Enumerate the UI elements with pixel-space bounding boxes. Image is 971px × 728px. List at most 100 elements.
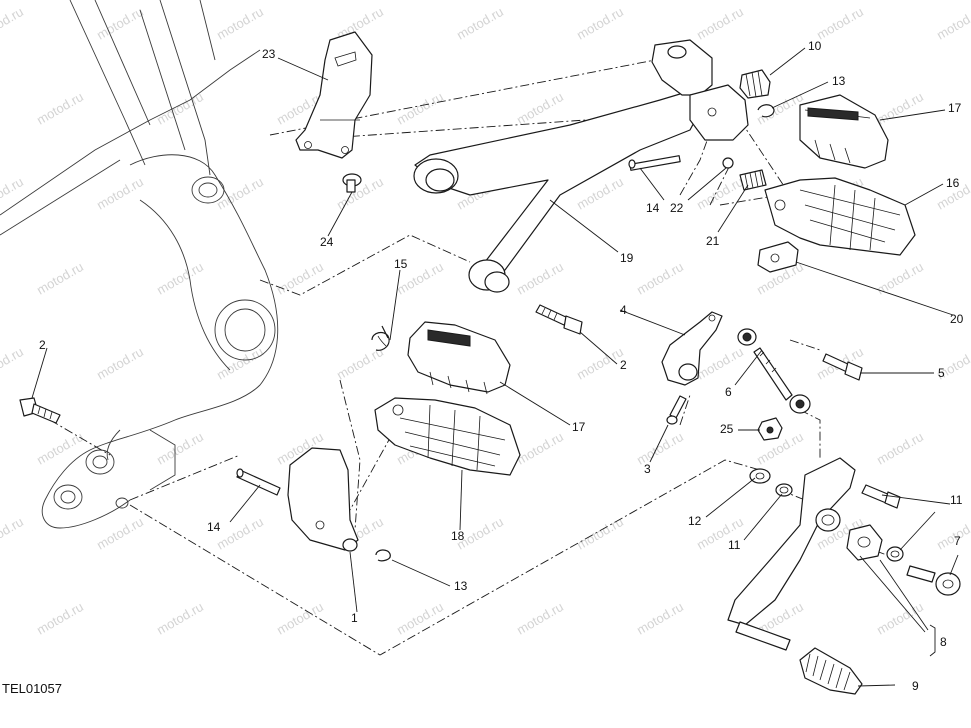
watermark-text: motod.ru: [694, 174, 746, 213]
callout-9: 9: [912, 679, 919, 693]
watermark-text: motod.ru: [0, 344, 26, 383]
callout-7: 7: [954, 534, 961, 548]
watermark-text: motod.ru: [574, 514, 626, 553]
watermark-text: motod.ru: [874, 89, 926, 128]
watermark-text: motod.ru: [94, 514, 146, 553]
callout-19: 19: [620, 251, 634, 265]
callout-18: 18: [451, 529, 465, 543]
part-11-washer-right: [886, 546, 904, 562]
watermark-text: motod.ru: [874, 599, 926, 638]
part-13-clip-top: [757, 104, 775, 118]
part-23-bracket: [295, 31, 373, 159]
callout-10: 10: [808, 39, 822, 53]
callout-11: 11: [728, 538, 741, 552]
watermark-text: motod.ru: [394, 599, 446, 638]
part-25-nut: [757, 417, 783, 441]
callout-23: 23: [262, 47, 276, 61]
callout-6: 6: [725, 385, 732, 399]
part-15-spring-clip: [371, 325, 390, 351]
callout-13: 13: [454, 579, 468, 593]
watermark-text: motod.ru: [94, 4, 146, 43]
part-3-bolt: [666, 395, 687, 425]
part-17-rubber-left: [407, 321, 511, 395]
watermark-text: motod.ru: [34, 429, 86, 468]
leader-lines: [31, 47, 959, 687]
part-20-pivot-block: [757, 241, 799, 273]
watermark-text: motod.ru: [934, 514, 971, 553]
part-17-rubber-right: [799, 94, 889, 169]
callout-15: 15: [394, 257, 408, 271]
part-13-clip-left: [375, 549, 391, 562]
part-12-washer: [749, 468, 771, 484]
watermark-text: motod.ru: [214, 174, 266, 213]
callout-11: 11: [950, 493, 963, 507]
watermark-text: motod.ru: [514, 259, 566, 298]
part-16-footpeg-right: [764, 177, 916, 256]
watermark-text: motod.ru: [214, 344, 266, 383]
part-2-bolt-center: [535, 304, 583, 335]
callout-21: 21: [706, 234, 720, 248]
part-9-toe-rubber: [799, 647, 863, 695]
watermark-text: motod.ru: [514, 599, 566, 638]
watermark-text: motod.ru: [94, 344, 146, 383]
part-14-pin-left: [236, 468, 281, 496]
watermark-text: motod.ru: [34, 259, 86, 298]
watermark-text: motod.ru: [934, 4, 971, 43]
watermark-text: motod.ru: [0, 514, 26, 553]
watermark-text: motod.ru: [694, 344, 746, 383]
watermark-text: motod.ru: [274, 599, 326, 638]
part-8-bushing: [846, 524, 883, 561]
watermark-text: motod.ru: [154, 599, 206, 638]
watermark-text: motod.ru: [34, 89, 86, 128]
watermark-text: motod.ru: [154, 259, 206, 298]
watermark-text: motod.ru: [0, 4, 26, 43]
part-24-bolt: [342, 173, 362, 193]
watermark-text: motod.ru: [454, 4, 506, 43]
part-7-pivot-bolt: [906, 565, 961, 596]
watermark-text: motod.ru: [34, 599, 86, 638]
watermark-text: motod.ru: [634, 259, 686, 298]
watermark-text: motod.ru: [634, 429, 686, 468]
callout-2: 2: [39, 338, 46, 352]
watermark-text: motod.ru: [874, 259, 926, 298]
callout-14: 14: [207, 520, 221, 534]
frame-section: [0, 0, 279, 529]
callout-labels: 23 24 10 13 17 16 14 22 21 19 20 15 2 17…: [39, 39, 964, 693]
callout-3: 3: [644, 462, 651, 476]
part-4-shift-arm: [661, 311, 723, 386]
watermark-text: motod.ru: [0, 174, 26, 213]
watermark-text: motod.ru: [154, 89, 206, 128]
watermark-text: motod.ru: [574, 4, 626, 43]
callout-24: 24: [320, 235, 334, 249]
callout-25: 25: [720, 422, 734, 436]
watermark-text: motod.ru: [394, 89, 446, 128]
callout-8-bracket: [929, 624, 936, 657]
part-18-footpeg-left: [374, 397, 521, 476]
watermark-text: motod.ru: [94, 174, 146, 213]
callout-14: 14: [646, 201, 660, 215]
part-22-ball: [722, 157, 734, 169]
drawing-code: TEL01057: [2, 681, 62, 696]
callout-17: 17: [948, 101, 962, 115]
callout-17: 17: [572, 420, 586, 434]
part-6-shift-rod: [737, 328, 811, 414]
watermark-text: motod.ru: [634, 599, 686, 638]
watermark-text: motod.ru: [274, 259, 326, 298]
watermark-text: motod.ru: [214, 4, 266, 43]
watermark-text: motod.ru: [694, 4, 746, 43]
part-11-washer-left: [775, 483, 793, 497]
part-5-bolt: [822, 353, 863, 381]
part-21-spring: [739, 169, 767, 191]
callout-2: 2: [620, 358, 627, 372]
callout-4: 4: [620, 303, 627, 317]
watermark-text: motod.ru: [874, 429, 926, 468]
callout-1: 1: [351, 611, 358, 625]
callout-5: 5: [938, 366, 945, 380]
callout-8: 8: [940, 635, 947, 649]
part-19-stand: [413, 39, 749, 293]
part-2-bolt-left: [19, 397, 61, 424]
callout-16: 16: [946, 176, 960, 190]
callout-22: 22: [670, 201, 684, 215]
callout-13: 13: [832, 74, 846, 88]
